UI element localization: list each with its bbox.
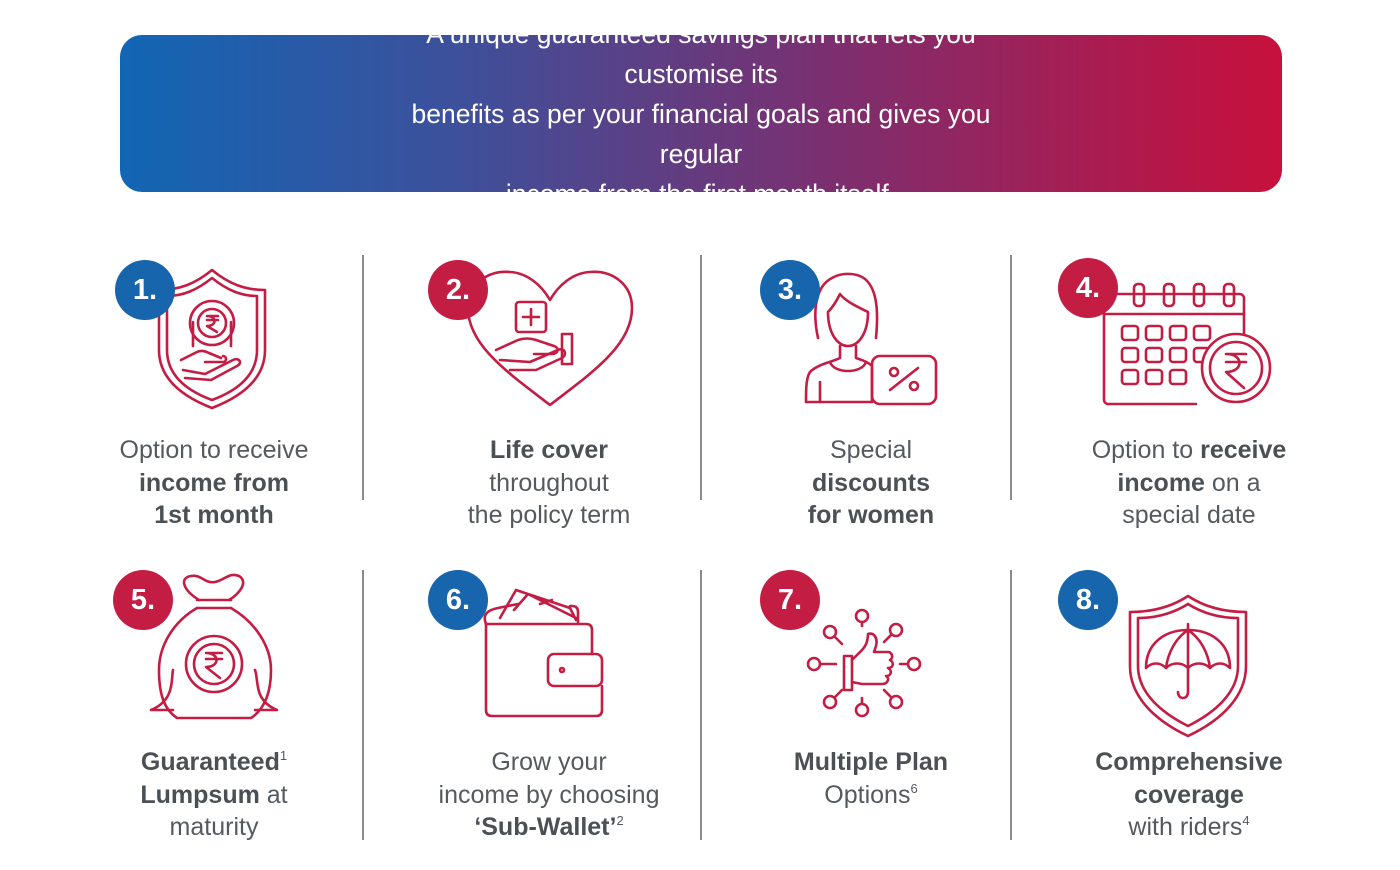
- caption-bold-text: income: [1117, 468, 1205, 497]
- footnote-marker: 4: [1242, 813, 1250, 828]
- money-bag-rupee-icon: 5.: [55, 560, 373, 750]
- feature-card-3: 3. Special discounts for women: [712, 250, 1030, 550]
- feature-number-badge: 7.: [760, 570, 820, 630]
- column-divider: [1010, 255, 1012, 500]
- feature-caption: Option to receive income on a special da…: [1030, 434, 1348, 532]
- caption-bold-text: coverage: [1134, 780, 1244, 809]
- feature-caption: Comprehensive coverage with riders4: [1030, 746, 1348, 844]
- intro-line-2: benefits as per your financial goals and…: [411, 98, 991, 169]
- caption-text: throughout: [489, 468, 609, 497]
- feature-card-1: 1. Option to receive income from 1st mon…: [55, 250, 373, 550]
- caption-text: the policy term: [467, 501, 631, 529]
- feature-caption: Special discounts for women: [712, 434, 1030, 532]
- feature-number-badge: 6.: [428, 570, 488, 630]
- caption-bold-text: Comprehensive: [1095, 748, 1283, 776]
- shield-umbrella-icon: 8.: [1030, 560, 1348, 750]
- intro-line-3: income from the first month itself.: [505, 178, 897, 209]
- heart-medical-hand-icon: 2.: [390, 250, 708, 440]
- caption-text: special date: [1122, 501, 1256, 529]
- caption-bold-text: for women: [807, 501, 935, 529]
- caption-bold-text: Guaranteed: [140, 748, 280, 776]
- feature-caption: Guaranteed1 Lumpsum at maturity: [55, 746, 373, 844]
- feature-card-6: 6. Grow your income by choosing ‘Sub-Wal…: [390, 560, 708, 860]
- feature-number-badge: 2.: [428, 260, 488, 320]
- column-divider: [700, 570, 702, 840]
- caption-text: Option to: [1091, 436, 1201, 464]
- caption-text: Special: [830, 436, 912, 464]
- feature-caption: Multiple Plan Options6: [712, 746, 1030, 811]
- feature-number-badge: 1.: [115, 260, 175, 320]
- intro-banner: A unique guaranteed savings plan that le…: [120, 19, 1282, 209]
- caption-bold-text: Multiple Plan: [793, 748, 949, 776]
- caption-text: at: [259, 780, 288, 809]
- shield-coin-hand-icon: 1.: [55, 250, 373, 440]
- caption-bold-text: Life cover: [489, 436, 609, 464]
- caption-text: Option to receive: [119, 436, 309, 464]
- feature-card-2: 2. Life cover throughout the policy term: [390, 250, 708, 550]
- woman-discount-icon: 3.: [712, 250, 1030, 440]
- intro-text: A unique guaranteed savings plan that le…: [370, 14, 1032, 214]
- feature-caption: Life cover throughout the policy term: [390, 434, 708, 532]
- caption-text: on a: [1204, 468, 1261, 497]
- caption-text: Grow your: [491, 748, 607, 776]
- feature-number-badge: 8.: [1058, 570, 1118, 630]
- feature-caption: Option to receive income from 1st month: [55, 434, 373, 532]
- feature-number-badge: 3.: [760, 260, 820, 320]
- footnote-marker: 1: [279, 748, 288, 763]
- thumbs-up-options-icon: 7.: [712, 560, 1030, 750]
- caption-bold-text: 1st month: [154, 501, 274, 529]
- caption-text: with riders: [1128, 813, 1243, 841]
- caption-text: income by choosing: [438, 780, 660, 809]
- column-divider: [362, 255, 364, 500]
- feature-caption: Grow your income by choosing ‘Sub-Wallet…: [390, 746, 708, 844]
- caption-text: maturity: [169, 813, 259, 841]
- feature-card-5: 5. Guaranteed1 Lumpsum at maturity: [55, 560, 373, 860]
- caption-bold-text: discounts: [811, 468, 931, 497]
- feature-card-4: 4. Option to receive income on a special…: [1030, 250, 1348, 550]
- calendar-rupee-icon: 4.: [1030, 250, 1348, 440]
- feature-number-badge: 5.: [113, 570, 173, 630]
- caption-bold-text: ‘Sub-Wallet’: [474, 813, 617, 841]
- column-divider: [700, 255, 702, 500]
- feature-card-8: 8. Comprehensive coverage with riders4: [1030, 560, 1348, 860]
- column-divider: [1010, 570, 1012, 840]
- caption-text: Options: [824, 780, 911, 809]
- feature-card-7: 7. Multiple Plan Options6: [712, 560, 1030, 860]
- wallet-icon: 6.: [390, 560, 708, 750]
- intro-line-1: A unique guaranteed savings plan that le…: [426, 18, 976, 89]
- caption-bold-text: receive: [1200, 436, 1287, 464]
- footnote-marker: 6: [910, 780, 918, 796]
- footnote-marker: 2: [616, 813, 624, 828]
- column-divider: [362, 570, 364, 840]
- feature-number-badge: 4.: [1058, 258, 1118, 318]
- caption-bold-text: income from: [138, 468, 290, 497]
- caption-bold-text: Lumpsum: [140, 780, 260, 809]
